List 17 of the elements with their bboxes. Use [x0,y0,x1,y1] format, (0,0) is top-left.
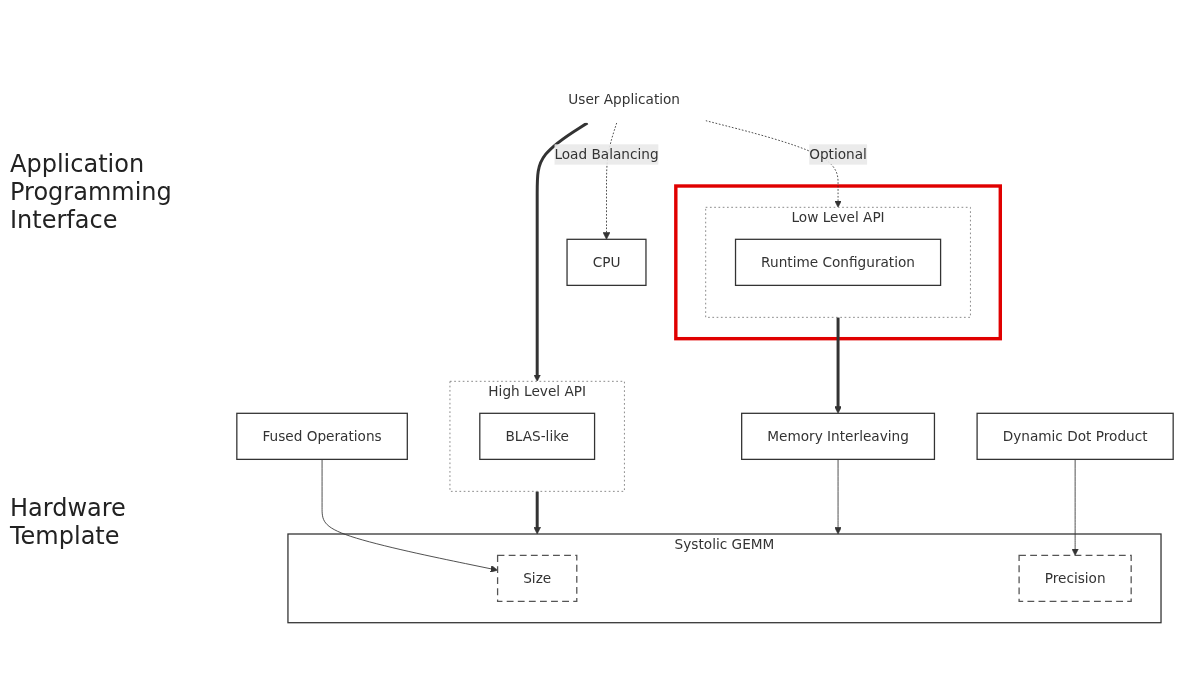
node-text: User Application [568,91,681,108]
node-box: Size [496,554,578,603]
node-box: Dynamic Dot Product [976,412,1174,461]
arrow [533,491,541,535]
node-box: Precision [1018,554,1132,603]
arrow [533,121,589,382]
edge-label: Optional [809,146,867,163]
node-box: BLAS-like [479,412,596,461]
side-label: Hardware Template [10,494,127,550]
node-box: Memory Interleaving [741,412,936,461]
arrow [834,317,842,414]
node-box: Fused Operations [236,412,408,461]
node-box: Runtime Configuration [734,238,942,287]
edge-label: Load Balancing [554,146,659,163]
side-label: Application Programming Interface [10,150,173,234]
node-box: CPU [566,238,647,287]
cluster [674,184,1002,341]
